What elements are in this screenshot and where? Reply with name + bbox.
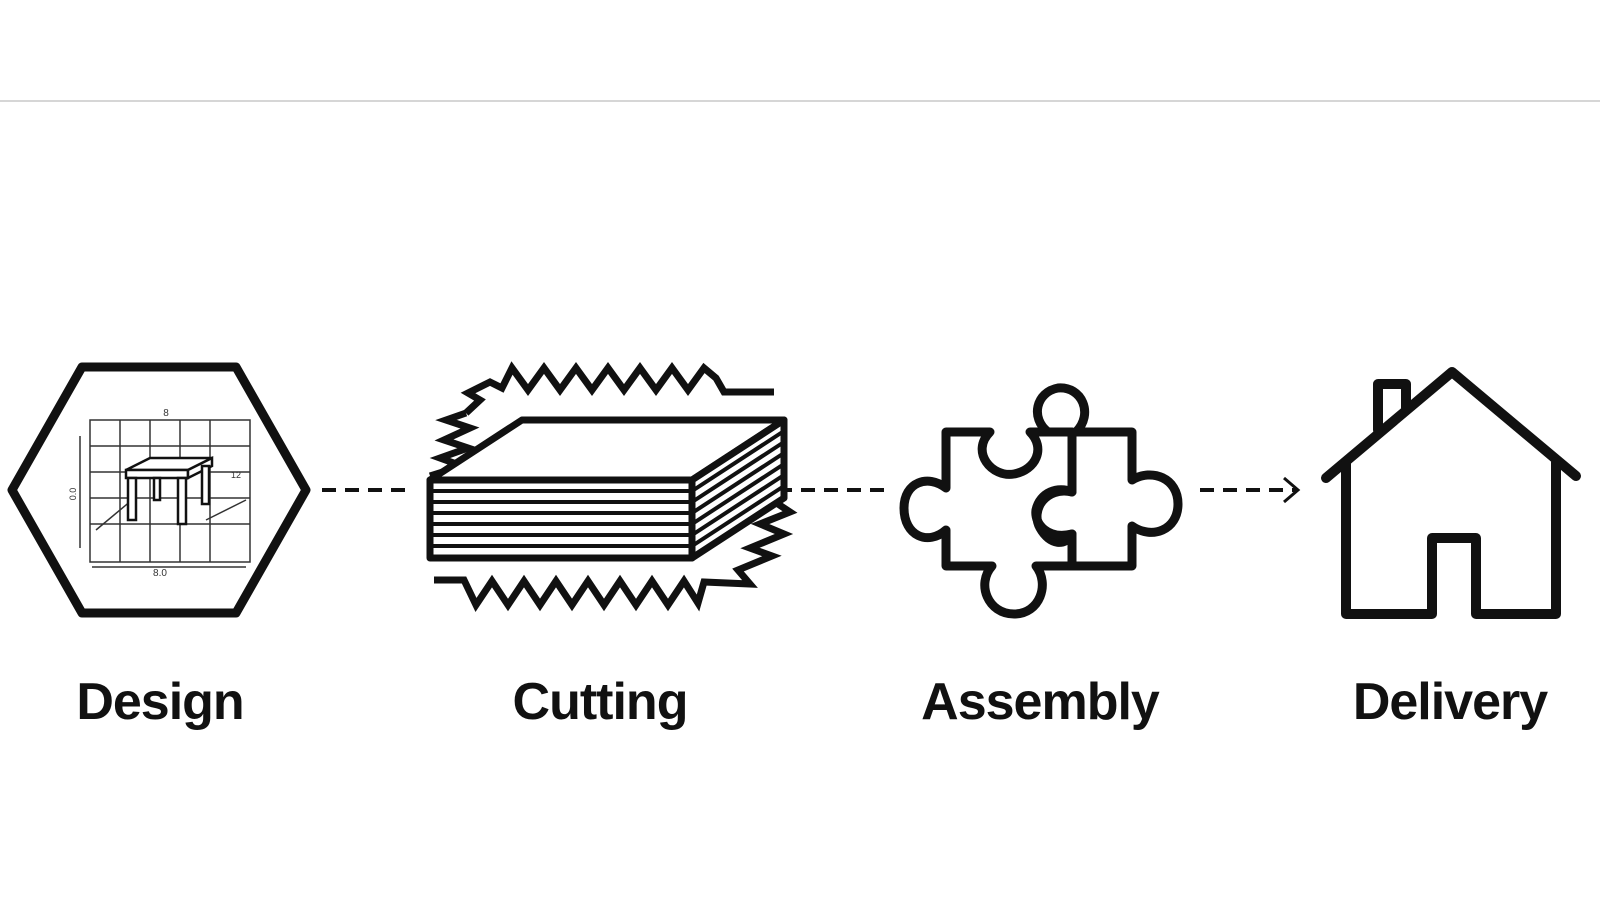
stacked-sheets-icon (426, 361, 798, 613)
step-label-assembly: Assembly (921, 673, 1160, 731)
puzzle-piece-right (1031, 383, 1183, 571)
house-chimney (1373, 379, 1411, 435)
sawtooth-bottom (434, 501, 798, 613)
step-label-delivery: Delivery (1352, 673, 1548, 731)
blueprint-dim-bottom: 8.0 (153, 568, 167, 579)
top-divider (0, 100, 1600, 102)
house-body (1341, 457, 1561, 619)
blueprint-grid (79, 419, 251, 568)
sawtooth-top (460, 361, 774, 416)
puzzle-pieces-icon (899, 383, 1183, 619)
step-label-cutting: Cutting (512, 673, 689, 731)
blueprint-dim-left: 0.0 (68, 488, 78, 501)
blueprint-hexagon-icon: 8 0.0 12 8.0 (7, 362, 311, 618)
puzzle-piece-left (899, 427, 1077, 619)
table-sketch-icon (124, 455, 214, 526)
step-label-design: Design (76, 673, 244, 731)
house-icon (1321, 367, 1581, 619)
blueprint-dim-right: 12 (231, 470, 241, 480)
connector-assembly-delivery (1200, 476, 1301, 504)
house-roof (1321, 367, 1581, 483)
sheet-stack-side (688, 416, 788, 562)
blueprint-dim-top: 8 (163, 408, 169, 419)
sheet-layer-lines (430, 429, 786, 548)
